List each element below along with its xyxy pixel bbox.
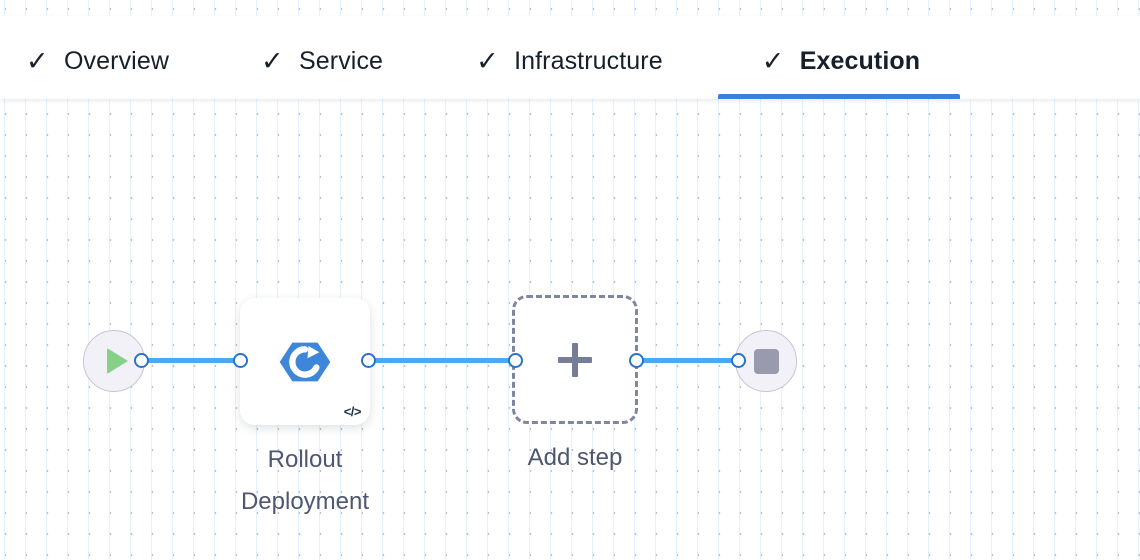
add-step-node[interactable]: [512, 295, 638, 424]
plus-icon: [558, 342, 592, 377]
step-label-rollout-deployment: Rollout Deployment: [240, 446, 370, 515]
check-icon: ✓: [476, 46, 499, 77]
edge-start-to-rollout: [138, 358, 248, 363]
edge-rollout-to-add: [364, 358, 522, 363]
tab-infrastructure-label: Infrastructure: [514, 47, 663, 75]
edge-add-to-end: [632, 358, 744, 363]
play-icon: [107, 348, 128, 374]
check-icon: ✓: [26, 46, 49, 77]
code-icon: </>: [343, 404, 362, 419]
tab-service-label: Service: [299, 47, 384, 75]
tab-overview[interactable]: ✓ Overview: [26, 16, 169, 99]
port-start-output[interactable]: [134, 353, 149, 368]
rollout-deployment-icon: [279, 342, 331, 381]
tab-infrastructure[interactable]: ✓ Infrastructure: [476, 16, 663, 99]
port-end-input[interactable]: [731, 353, 746, 368]
tab-service[interactable]: ✓ Service: [261, 16, 383, 99]
tab-active-underline: [717, 94, 961, 99]
check-icon: ✓: [261, 46, 284, 77]
tab-overview-label: Overview: [64, 47, 169, 75]
step-node-rollout-deployment[interactable]: </>: [240, 298, 370, 425]
port-add-output[interactable]: [629, 353, 644, 368]
stop-icon: [753, 348, 779, 374]
pipeline-graph: </> Rollout Deployment Add step: [0, 99, 1140, 560]
tab-execution[interactable]: ✓ Execution: [717, 16, 961, 99]
port-rollout-input[interactable]: [233, 353, 248, 368]
check-icon: ✓: [761, 46, 785, 77]
tab-list: ✓ Overview ✓ Service ✓ Infrastructure ✓ …: [0, 16, 1140, 99]
port-add-input[interactable]: [508, 353, 523, 368]
port-rollout-output[interactable]: [361, 353, 376, 368]
add-step-label: Add step: [527, 444, 623, 471]
tab-execution-label: Execution: [799, 47, 921, 75]
pipeline-stage-tabbar: ✓ Overview ✓ Service ✓ Infrastructure ✓ …: [0, 16, 1140, 99]
